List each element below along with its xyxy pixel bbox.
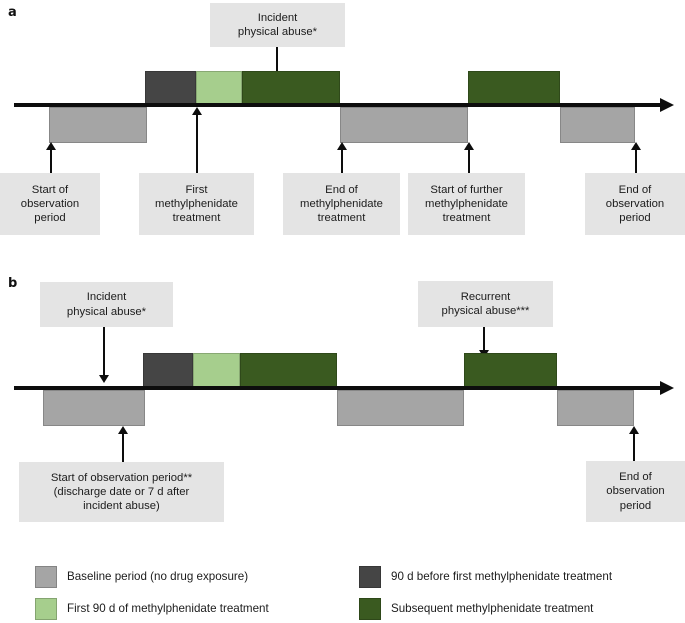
panel-b-block-90d-before-first-treatment — [143, 353, 193, 388]
panel-a-letter: a — [8, 5, 17, 20]
panel-b-block-baseline-1 — [43, 390, 145, 426]
legend-label-first-90-days-of-treatment: First 90 d of methylphenidate treatment — [67, 602, 269, 615]
panel-a-callout-start-of-further-methylphenidate-treatment: Start of further methylphenidate treatme… — [408, 173, 525, 235]
panel-b-connector-recurrent-physical-abuse — [483, 327, 485, 352]
panel-b-block-first-90d-treatment — [193, 353, 240, 388]
legend-label-subsequent-treatment: Subsequent methylphenidate treatment — [391, 602, 594, 615]
panel-a-connector-start-of-observation-period — [50, 149, 52, 174]
legend-swatch-first-90-days-of-treatment — [35, 598, 57, 620]
panel-b-connector-end-of-observation-period — [633, 433, 635, 462]
panel-a-connector-end-of-observation-period — [635, 149, 637, 174]
panel-b-timeline-axis — [14, 386, 664, 390]
panel-b-timeline-axis-arrowhead — [660, 381, 674, 395]
panel-a-arrowhead-start-of-further-methylphenidate-treatment — [464, 142, 474, 150]
panel-a-block-baseline-1 — [49, 107, 147, 143]
legend-label-ninety-days-before-first-treatment: 90 d before first methylphenidate treatm… — [391, 570, 613, 583]
panel-a-callout-first-methylphenidate-treatment: First methylphenidate treatment — [139, 173, 254, 235]
panel-b-arrowhead-incident-physical-abuse — [99, 375, 109, 383]
panel-b-arrowhead-end-of-observation-period — [629, 426, 639, 434]
panel-a-block-baseline-3 — [560, 107, 635, 143]
panel-a-timeline-axis-arrowhead — [660, 98, 674, 112]
panel-a-arrowhead-first-methylphenidate-treatment — [192, 107, 202, 115]
panel-a-callout-start-of-observation-period: Start of observation period — [0, 173, 100, 235]
panel-a-arrowhead-start-of-observation-period — [46, 142, 56, 150]
panel-a-connector-incident-physical-abuse — [276, 47, 278, 75]
legend-swatch-ninety-days-before-first-treatment — [359, 566, 381, 588]
panel-a-callout-incident-physical-abuse: Incident physical abuse* — [210, 3, 345, 47]
panel-b-arrowhead-start-of-observation-period — [118, 426, 128, 434]
panel-a-block-90d-before-first-treatment — [145, 71, 196, 107]
panel-a-block-subsequent-treatment-2 — [468, 71, 560, 107]
legend-swatch-baseline-period — [35, 566, 57, 588]
legend-label-baseline-period: Baseline period (no drug exposure) — [67, 570, 249, 583]
panel-a-arrowhead-end-of-observation-period — [631, 142, 641, 150]
legend-swatch-subsequent-treatment — [359, 598, 381, 620]
panel-b-block-subsequent-treatment-1 — [240, 353, 337, 388]
panel-a-block-baseline-2 — [340, 107, 468, 143]
panel-b-callout-recurrent-physical-abuse: Recurrent physical abuse*** — [418, 281, 553, 327]
panel-b-letter: b — [8, 276, 18, 291]
panel-a-timeline-axis — [14, 103, 664, 107]
panel-b-block-subsequent-treatment-2 — [464, 353, 557, 388]
panel-a-connector-end-of-methylphenidate-treatment — [341, 149, 343, 174]
panel-b-callout-start-of-observation-period: Start of observation period** (discharge… — [19, 462, 224, 522]
panel-a-block-first-90d-treatment — [196, 71, 242, 107]
panel-a-callout-end-of-methylphenidate-treatment: End of methylphenidate treatment — [283, 173, 400, 235]
panel-a-connector-first-methylphenidate-treatment — [196, 114, 198, 174]
panel-a-arrowhead-end-of-methylphenidate-treatment — [337, 142, 347, 150]
panel-b-callout-end-of-observation-period: End of observation period — [586, 461, 685, 522]
panel-b-block-baseline-3 — [557, 390, 634, 426]
panel-b-block-baseline-2 — [337, 390, 464, 426]
panel-a-block-subsequent-treatment-1 — [242, 71, 340, 107]
panel-b-connector-incident-physical-abuse — [103, 327, 105, 377]
panel-b-callout-incident-physical-abuse: Incident physical abuse* — [40, 282, 173, 327]
panel-a-connector-start-of-further-methylphenidate-treatment — [468, 149, 470, 174]
panel-b-connector-start-of-observation-period — [122, 433, 124, 463]
panel-a-callout-end-of-observation-period: End of observation period — [585, 173, 685, 235]
